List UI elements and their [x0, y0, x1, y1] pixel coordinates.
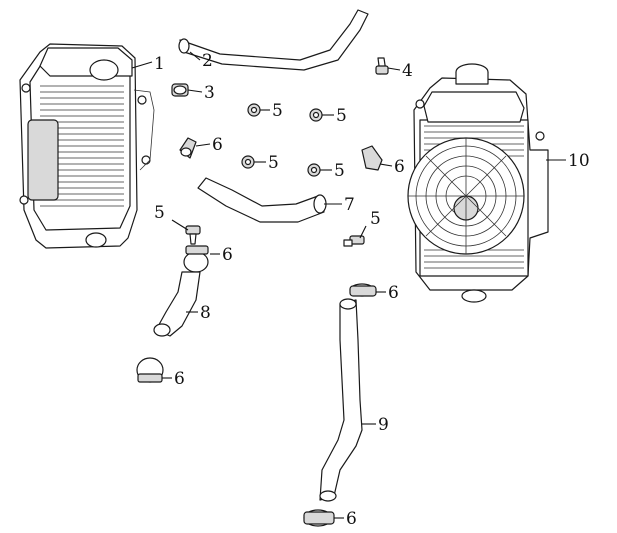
callout-5-d: 5: [334, 161, 345, 181]
callout-7: 7: [344, 195, 355, 215]
bolt-5-c: [241, 155, 255, 169]
callout-1: 1: [154, 54, 165, 74]
clamp-6-c: [183, 245, 209, 273]
clamp-6-b: [361, 145, 383, 171]
callout-5-e: 5: [154, 203, 165, 223]
bolt-5-a: [247, 103, 261, 117]
upper-hose: [178, 9, 369, 71]
hose-7: [197, 177, 327, 223]
callout-numbers: 1 2 3 4 5 5 6 5 5 6 10 7 5 6 5 6 8 6 9 6: [154, 51, 590, 529]
clamp-6-e: [136, 357, 164, 383]
callout-3: 3: [204, 83, 215, 103]
callout-9: 9: [378, 415, 389, 435]
radiator-right-with-fan: [407, 63, 549, 303]
callout-6-f: 6: [346, 509, 357, 529]
callout-4: 4: [402, 61, 413, 81]
callout-5-c: 5: [268, 153, 279, 173]
clamp-6-d: [349, 283, 377, 297]
callout-10: 10: [568, 151, 590, 171]
callout-6-a: 6: [212, 135, 223, 155]
callout-5-f: 5: [370, 209, 381, 229]
callout-6-e: 6: [174, 369, 185, 389]
callout-6-d: 6: [388, 283, 399, 303]
hose-8: [153, 271, 201, 337]
callout-8: 8: [200, 303, 211, 323]
bolt-5-f: [343, 235, 365, 247]
leader-lines: [131, 51, 566, 519]
callout-6-c: 6: [222, 245, 233, 265]
clamp-6-a: [179, 137, 197, 159]
clamp-3: [171, 83, 189, 97]
hose-9: [319, 298, 363, 502]
bolt-5-b: [309, 108, 323, 122]
radiator-left: [19, 43, 155, 249]
bolt-5-e: [185, 225, 201, 245]
callout-6-b: 6: [394, 157, 405, 177]
callout-2: 2: [202, 51, 213, 71]
callout-5-b: 5: [336, 106, 347, 126]
callout-5-a: 5: [272, 101, 283, 121]
bolt-5-d: [307, 163, 321, 177]
clamp-6-f: [303, 509, 335, 527]
bolt-4: [375, 57, 389, 75]
